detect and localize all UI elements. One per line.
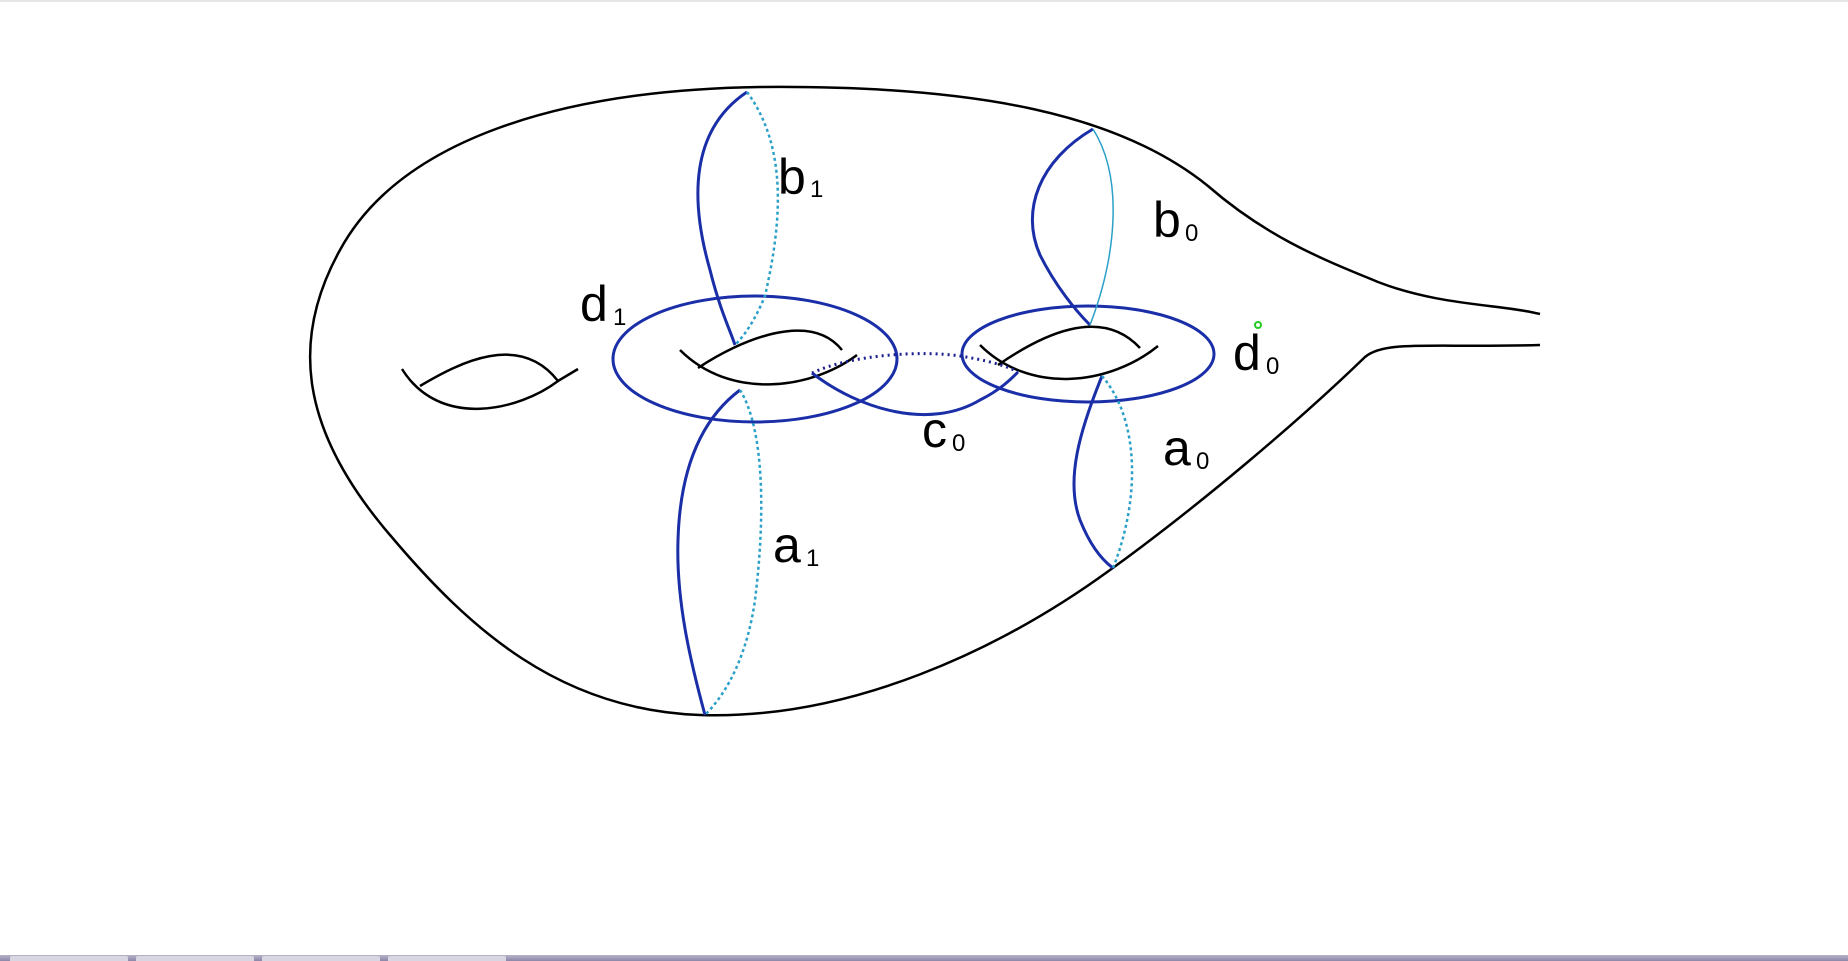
taskbar-button[interactable]	[388, 956, 506, 961]
marker-dot	[1254, 321, 1262, 329]
curve-b0	[1030, 127, 1114, 327]
label-c0: c 0	[922, 402, 965, 458]
label-d1: d 1	[580, 276, 626, 332]
svg-text:1: 1	[810, 176, 823, 203]
svg-text:a: a	[1163, 420, 1191, 476]
curve-b1	[696, 90, 780, 346]
svg-text:1: 1	[806, 545, 819, 572]
surface-outline	[308, 85, 1541, 717]
svg-text:0: 0	[1196, 448, 1209, 475]
label-b0: b 0	[1153, 192, 1198, 248]
svg-text:0: 0	[1185, 220, 1198, 247]
label-d0: d 0	[1233, 325, 1279, 381]
svg-text:1: 1	[613, 304, 626, 331]
left-handle	[400, 353, 579, 411]
svg-text:b: b	[1153, 192, 1181, 248]
window-top-border	[0, 0, 1848, 2]
taskbar-button[interactable]	[136, 956, 254, 961]
svg-text:0: 0	[952, 430, 965, 457]
curve-d0	[960, 304, 1216, 404]
svg-text:b: b	[778, 149, 806, 205]
label-a0: a 0	[1163, 420, 1209, 476]
svg-text:d: d	[580, 276, 608, 332]
svg-text:c: c	[922, 402, 947, 458]
svg-text:0: 0	[1266, 353, 1279, 380]
svg-text:d: d	[1233, 325, 1261, 381]
curve-c0	[811, 352, 1020, 417]
label-a1: a 1	[773, 517, 819, 573]
taskbar-button[interactable]	[10, 956, 128, 961]
middle-handle	[679, 329, 858, 386]
taskbar-button[interactable]	[262, 956, 380, 961]
taskbar	[0, 955, 1848, 961]
curve-d1	[611, 294, 899, 424]
right-handle	[979, 325, 1159, 381]
curve-a0	[1072, 375, 1134, 570]
curve-a1	[676, 388, 763, 716]
svg-text:a: a	[773, 517, 801, 573]
label-b1: b 1	[778, 149, 823, 205]
